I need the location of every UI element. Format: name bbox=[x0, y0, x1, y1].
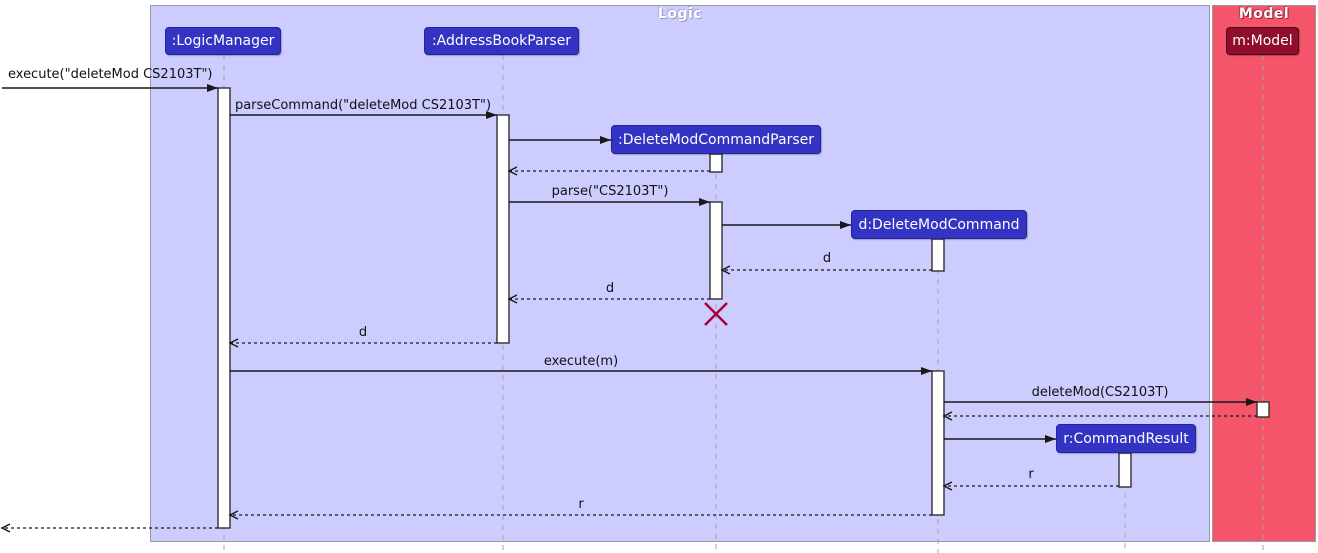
logic-frame-title: Logic bbox=[657, 6, 703, 22]
participant-logic-manager: :LogicManager bbox=[165, 27, 281, 55]
participant-command-result: r:CommandResult bbox=[1056, 424, 1196, 453]
message-parse-label: parse("CS2103T") bbox=[551, 184, 669, 199]
return-r-to-logic-manager-label: r bbox=[578, 497, 584, 512]
message-parse-command-label: parseCommand("deleteMod CS2103T") bbox=[234, 98, 492, 113]
return-d-to-address-book-parser-label: d bbox=[605, 281, 615, 296]
return-d-to-logic-manager-label: d bbox=[358, 325, 368, 340]
activation-delete-mod-command-create bbox=[931, 238, 945, 272]
message-execute-command-label: execute("deleteMod CS2103T") bbox=[8, 67, 213, 82]
activation-logic-manager bbox=[217, 87, 231, 529]
activation-address-book-parser bbox=[496, 114, 510, 344]
destroy-x-icon bbox=[704, 302, 728, 326]
return-d-to-delete-mod-command-parser-label: d bbox=[822, 251, 832, 266]
participant-delete-mod-command: d:DeleteModCommand bbox=[851, 210, 1027, 239]
participant-model: m:Model bbox=[1226, 27, 1299, 55]
participant-address-book-parser: :AddressBookParser bbox=[424, 27, 579, 55]
activation-model bbox=[1256, 401, 1270, 418]
return-r-to-delete-mod-command-label: r bbox=[1028, 467, 1034, 482]
model-frame bbox=[1212, 5, 1316, 542]
message-execute-m-label: execute(m) bbox=[543, 354, 619, 369]
logic-frame bbox=[150, 5, 1210, 542]
activation-command-result bbox=[1118, 452, 1132, 488]
activation-delete-mod-command-execute bbox=[931, 370, 945, 516]
activation-delete-mod-command-parser-create bbox=[709, 153, 723, 173]
activation-delete-mod-command-parser-parse bbox=[709, 201, 723, 300]
message-delete-mod-label: deleteMod(CS2103T) bbox=[1031, 385, 1169, 400]
participant-delete-mod-command-parser: :DeleteModCommandParser bbox=[611, 125, 821, 154]
model-frame-title: Model bbox=[1238, 6, 1290, 22]
